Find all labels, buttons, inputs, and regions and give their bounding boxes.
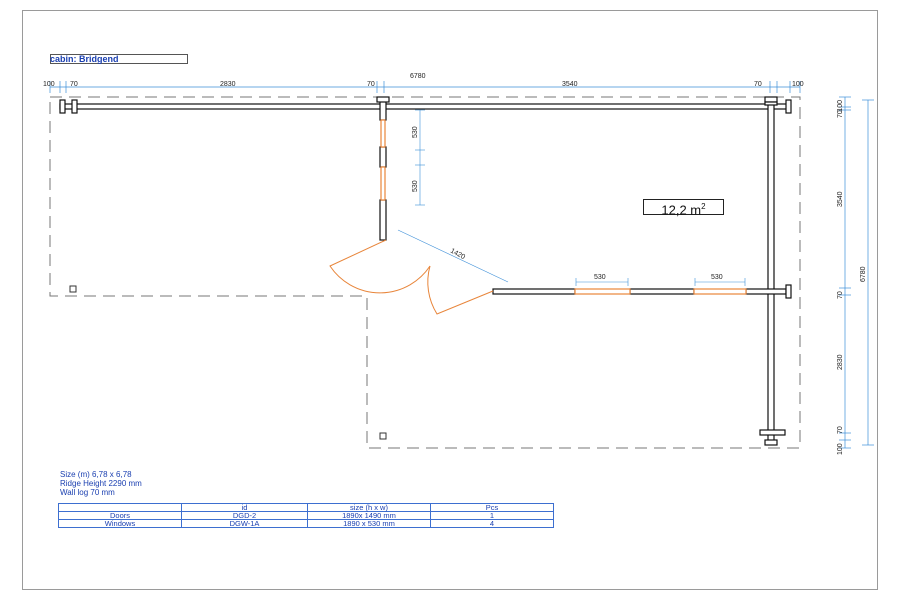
dim-door: 1420	[449, 248, 466, 262]
area-unit: 2	[701, 202, 706, 211]
inner-wall-mid	[379, 146, 387, 168]
dim-right-70: 70	[754, 81, 762, 88]
inner-wall-low	[379, 199, 387, 241]
dim-total-top: 6780	[410, 73, 426, 80]
right-wall	[767, 97, 775, 445]
inner-window-dimension	[415, 109, 425, 206]
info-ridge: Ridge Height 2290 mm	[60, 479, 142, 488]
dim-right-d6: 70	[837, 426, 844, 434]
dim-right-d1: 100	[837, 100, 844, 112]
bottom-window-dimension	[575, 278, 746, 286]
top-dimension	[49, 81, 801, 93]
dim-window-bottom-2: 530	[711, 274, 723, 281]
partition-wall-c	[745, 288, 787, 295]
window-inner-1	[380, 119, 386, 148]
inner-wall-upper	[379, 99, 387, 121]
table-cell: Windows	[58, 519, 182, 528]
dim-right-d4: 70	[837, 291, 844, 299]
door-dimension	[397, 229, 509, 283]
table-cell: DGW-1A	[181, 519, 308, 528]
top-wall	[59, 103, 789, 110]
double-door	[329, 239, 494, 315]
dim-mid-70: 70	[367, 81, 375, 88]
area-label: 12,2 m2	[643, 199, 724, 218]
corner-marker-left	[69, 285, 77, 293]
table-cell: 4	[430, 519, 554, 528]
roof-outline	[49, 96, 801, 449]
dim-left-100: 100	[43, 81, 55, 88]
title-frame	[50, 54, 188, 64]
dim-left-70: 70	[70, 81, 78, 88]
table-header-row: id size (h x w) Pcs	[58, 503, 554, 512]
walls	[59, 96, 792, 446]
dim-right-total: 6780	[860, 266, 867, 282]
dim-right-d7: 100	[837, 443, 844, 455]
area-value: 12,2 m	[661, 202, 702, 218]
dim-window-inner-1: 530	[412, 126, 419, 138]
info-size: Size (m) 6,78 x 6,78	[60, 470, 132, 479]
spec-table: id size (h x w) Pcs Doors DGD-2 1890x 14…	[58, 503, 554, 528]
dim-right-d3: 3540	[837, 191, 844, 207]
cabin-title: cabin: Bridgend	[50, 54, 119, 64]
dim-right-100: 100	[792, 81, 804, 88]
partition-wall-b	[629, 288, 695, 295]
dim-window-inner-2: 530	[412, 180, 419, 192]
table-row: Windows DGW-1A 1890 x 530 mm 4	[58, 519, 554, 528]
dim-2830: 2830	[220, 81, 236, 88]
dim-right-d5: 2830	[837, 354, 844, 370]
window-bottom-1	[574, 288, 631, 295]
windows	[380, 119, 747, 295]
dim-3540: 3540	[562, 81, 578, 88]
window-bottom-2	[693, 288, 747, 295]
table-cell: 1890 x 530 mm	[307, 519, 431, 528]
window-inner-2	[380, 166, 386, 201]
corner-marker-bottom	[379, 432, 387, 440]
partition-wall-a	[492, 288, 576, 295]
dim-right-d2: 70	[837, 110, 844, 118]
info-wall: Wall log 70 mm	[60, 488, 115, 497]
right-dimension	[839, 96, 874, 449]
dim-window-bottom-1: 530	[594, 274, 606, 281]
